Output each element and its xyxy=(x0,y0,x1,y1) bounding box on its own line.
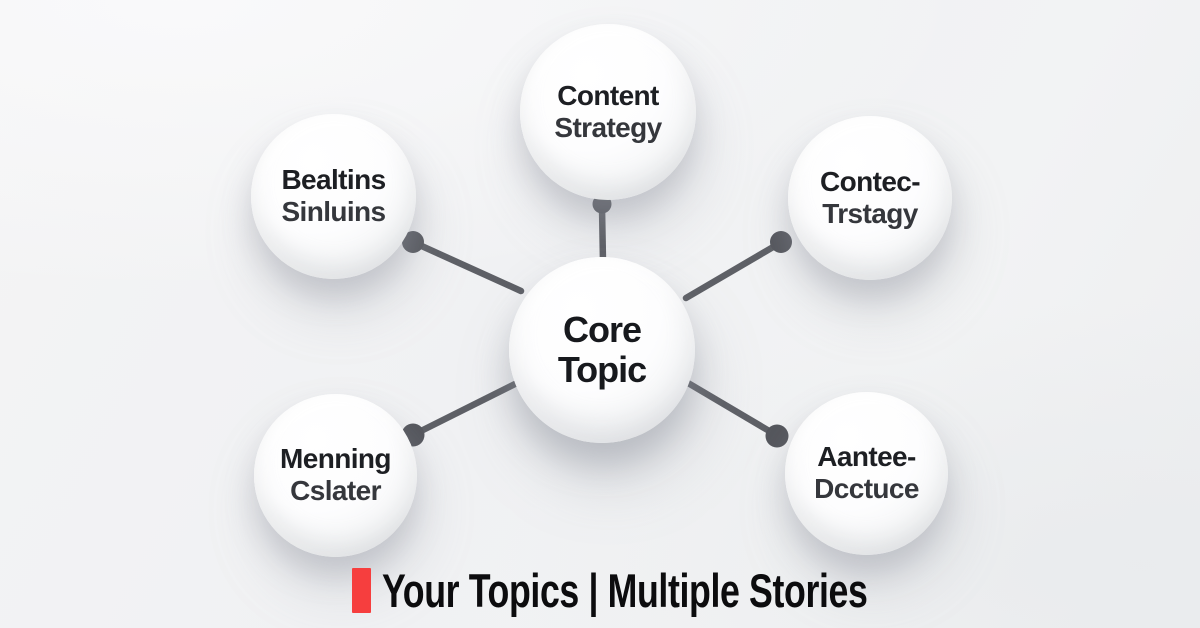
node-label: Cslater xyxy=(290,475,381,507)
footer-banner: Your Topics | Multiple Stories xyxy=(352,564,1021,617)
node-label: Aantee- xyxy=(817,441,916,473)
node-core-topic: Core Topic xyxy=(509,257,695,443)
connector-line-top-right xyxy=(682,239,784,302)
node-content-strategy: Content Strategy xyxy=(520,24,696,200)
connector-dot xyxy=(765,424,789,448)
node-bealtins-sinluins: Bealtins Sinluins xyxy=(251,114,416,279)
core-topic-label: Core Topic xyxy=(557,309,647,390)
node-label: Trstagy xyxy=(822,197,918,229)
node-label: Dcctuce xyxy=(814,473,919,505)
node-label: Menning xyxy=(280,443,391,475)
connector-line-top-left xyxy=(411,239,525,295)
connector-line-bottom-right xyxy=(684,379,780,439)
connector-line-top xyxy=(598,203,607,266)
footer-title: Your Topics | Multiple Stories xyxy=(382,564,868,617)
node-contec-trstagy: Contec- Trstagy xyxy=(788,116,952,280)
node-label: Content xyxy=(557,79,659,111)
connector-dot xyxy=(770,231,792,253)
node-aantee-dcctuce: Aantee- Dcctuce xyxy=(785,392,948,555)
connector-line-bottom-left xyxy=(411,380,519,438)
node-label: Strategy xyxy=(554,111,662,143)
node-menning-cslater: Menning Cslater xyxy=(254,394,417,557)
connector-dot xyxy=(402,231,424,253)
footer-accent-bar xyxy=(352,568,371,613)
node-label: Bealtins xyxy=(281,164,386,196)
node-label: Contec- xyxy=(819,165,921,197)
node-label: Sinluins xyxy=(281,196,386,228)
